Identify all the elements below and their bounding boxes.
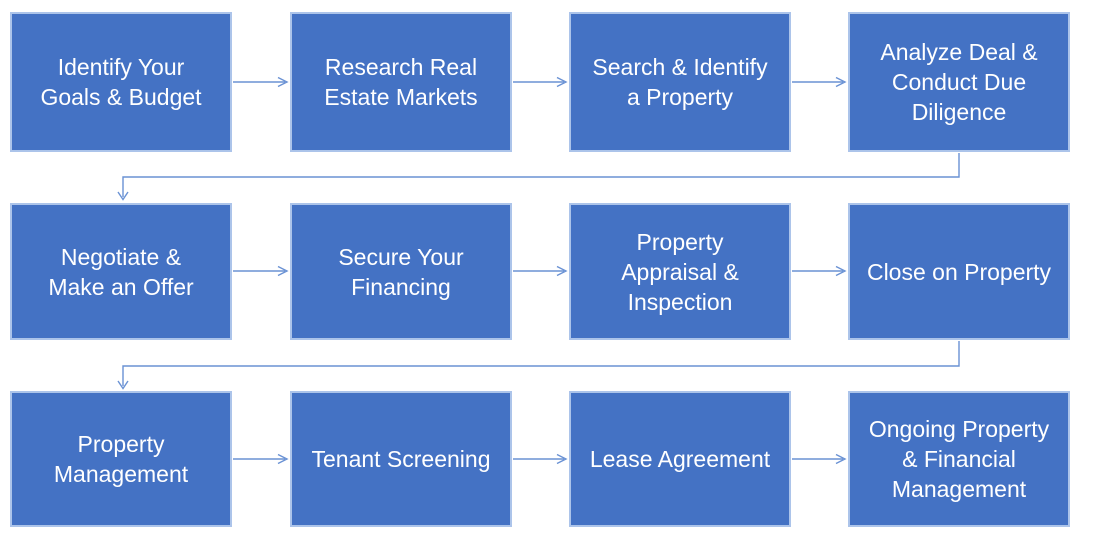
arrow-right-icon xyxy=(792,76,847,88)
step-label: Lease Agreement xyxy=(589,446,771,472)
step-secure-financing: Secure Your Financing xyxy=(290,203,512,340)
step-search-identify-property: Search & Identify a Property xyxy=(569,12,791,152)
step-label: Tenant Screening xyxy=(311,446,491,472)
step-label: Search & Identify a Property xyxy=(592,54,768,110)
step-close-on-property: Close on Property xyxy=(848,203,1070,340)
arrow-right-icon xyxy=(513,76,568,88)
step-appraisal-inspection: Property Appraisal & Inspection xyxy=(569,203,791,340)
arrow-right-icon xyxy=(513,265,568,277)
step-research-markets: Research Real Estate Markets xyxy=(290,12,512,152)
step-label: Secure Your Financing xyxy=(338,243,464,300)
step-identify-goals-budget: Identify Your Goals & Budget xyxy=(10,12,232,152)
arrow-right-icon xyxy=(792,453,847,465)
step-tenant-screening: Tenant Screening xyxy=(290,391,512,527)
arrow-right-icon xyxy=(233,453,289,465)
step-label: Property Management xyxy=(53,431,189,487)
step-analyze-deal-due-diligence: Analyze Deal & Conduct Due Diligence xyxy=(848,12,1070,152)
step-label: Property Appraisal & Inspection xyxy=(621,228,739,315)
step-property-management: Property Management xyxy=(10,391,232,527)
step-label: Identify Your Goals & Budget xyxy=(40,54,202,110)
step-ongoing-management: Ongoing Property & Financial Management xyxy=(848,391,1070,527)
step-label: Analyze Deal & Conduct Due Diligence xyxy=(880,39,1038,125)
step-label: Close on Property xyxy=(866,258,1052,285)
step-negotiate-make-offer: Negotiate & Make an Offer xyxy=(10,203,232,340)
elbow-arrow-down-icon xyxy=(117,341,960,390)
step-label: Negotiate & Make an Offer xyxy=(48,243,194,300)
arrow-right-icon xyxy=(233,265,289,277)
step-label: Research Real Estate Markets xyxy=(324,54,478,110)
arrow-right-icon xyxy=(792,265,847,277)
step-label: Ongoing Property & Financial Management xyxy=(868,416,1050,502)
step-lease-agreement: Lease Agreement xyxy=(569,391,791,527)
arrow-right-icon xyxy=(233,76,289,88)
elbow-arrow-down-icon xyxy=(117,153,960,201)
arrow-right-icon xyxy=(513,453,568,465)
